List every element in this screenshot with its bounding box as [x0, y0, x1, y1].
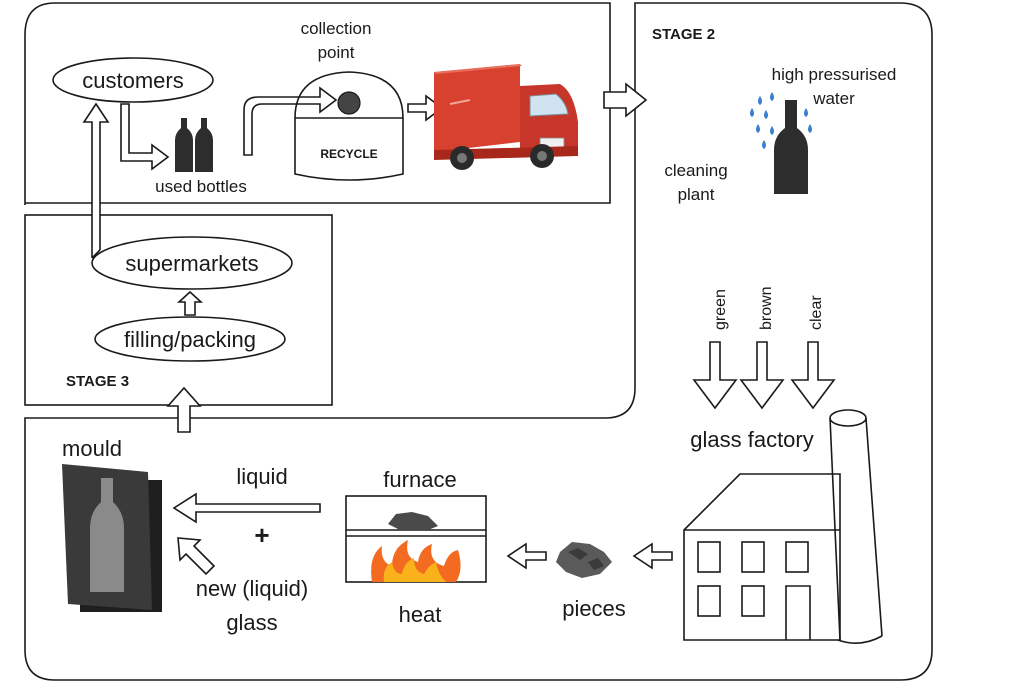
furnace-icon [345, 495, 487, 583]
supermarkets-connector [91, 249, 101, 259]
high-pressurised-label-line2: water [812, 89, 855, 108]
recycle-bin-icon [294, 71, 404, 181]
bottle-icon [175, 118, 213, 172]
brown-down-arrow [739, 341, 785, 410]
supermarkets-to-customers-arrow [82, 102, 110, 258]
water-spray-icon [750, 92, 812, 151]
customers-label: customers [82, 68, 183, 93]
collection-point-label-line1: collection [301, 19, 372, 38]
cleaning-plant-label-line2: plant [678, 185, 715, 204]
stage1-to-stage2-arrow [603, 82, 648, 118]
heat-label: heat [399, 602, 442, 627]
filling-packing-ellipse [94, 316, 286, 362]
brown-label: brown [758, 286, 775, 330]
filling-to-supermarkets-arrow [176, 290, 204, 316]
customers-to-bottles-arrow [120, 103, 170, 171]
clear-label: clear [808, 295, 825, 330]
outer-frame [24, 2, 933, 681]
new-liquid-glass-label-line1: new (liquid) [196, 576, 309, 601]
clear-down-arrow [790, 341, 836, 410]
mould-icon [62, 464, 162, 612]
filling-packing-label: filling/packing [124, 327, 256, 352]
chimney-icon [829, 409, 883, 644]
green-label: green [712, 289, 729, 330]
fire-icon [371, 540, 461, 582]
recycle-label: RECYCLE [320, 147, 377, 161]
stage1-frame-outline [24, 2, 611, 205]
factory-to-pieces-arrow [632, 542, 673, 570]
liquid-label: liquid [236, 464, 287, 489]
glass-pieces-icon [556, 542, 612, 578]
customers-ellipse [52, 57, 214, 103]
cleaning-bottle-icon [774, 100, 808, 194]
used-bottles-label: used bottles [155, 177, 247, 196]
new-glass-arrow [177, 537, 216, 576]
cleaning-plant-label-line1: cleaning [664, 161, 727, 180]
pieces-to-furnace-arrow [506, 542, 547, 570]
new-liquid-glass-label-line2: glass [226, 610, 277, 635]
truck-icon [434, 64, 578, 170]
liquid-arrow [172, 492, 321, 524]
green-down-arrow [692, 341, 738, 410]
stage3-label: STAGE 3 [66, 373, 129, 390]
bottles-to-bin-arrow [243, 86, 338, 156]
mould-label: mould [62, 436, 122, 461]
supermarkets-ellipse [91, 236, 293, 290]
factory-icon [683, 473, 841, 641]
high-pressurised-label-line1: high pressurised [772, 65, 897, 84]
to-stage3-arrow [166, 386, 202, 433]
furnace-label: furnace [383, 467, 456, 492]
collection-point-label-line2: point [318, 43, 355, 62]
glass-factory-label: glass factory [690, 427, 814, 452]
stage2-label: STAGE 2 [652, 26, 715, 43]
supermarkets-label: supermarkets [125, 251, 258, 276]
plus-label: + [254, 520, 269, 550]
pieces-label: pieces [562, 596, 626, 621]
